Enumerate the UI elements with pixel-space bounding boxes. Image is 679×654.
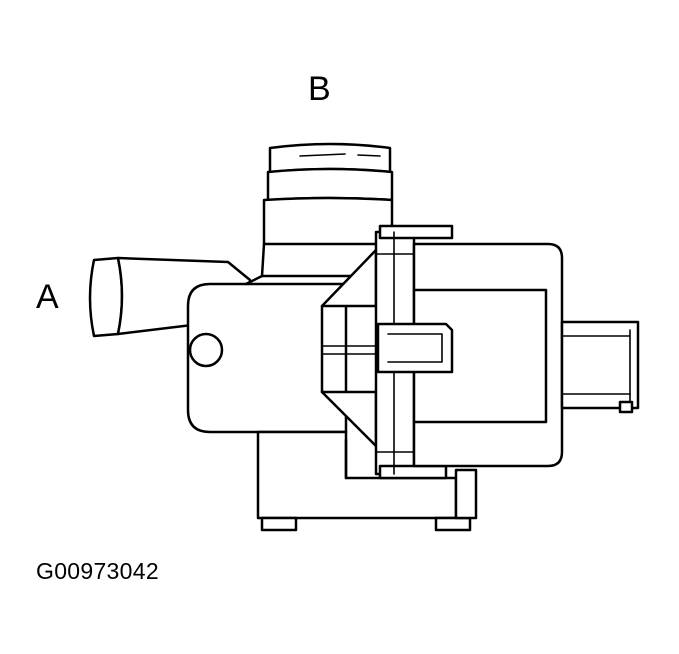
figure-id: G00973042 <box>36 558 159 584</box>
lower-housing <box>256 430 478 532</box>
electrical-connector <box>560 320 640 414</box>
outlet-pipe <box>260 142 394 278</box>
actuator-housing <box>376 242 564 468</box>
valve-body <box>186 248 389 448</box>
outlet-port-label: B <box>308 70 331 108</box>
inlet-port-label: A <box>36 278 59 316</box>
